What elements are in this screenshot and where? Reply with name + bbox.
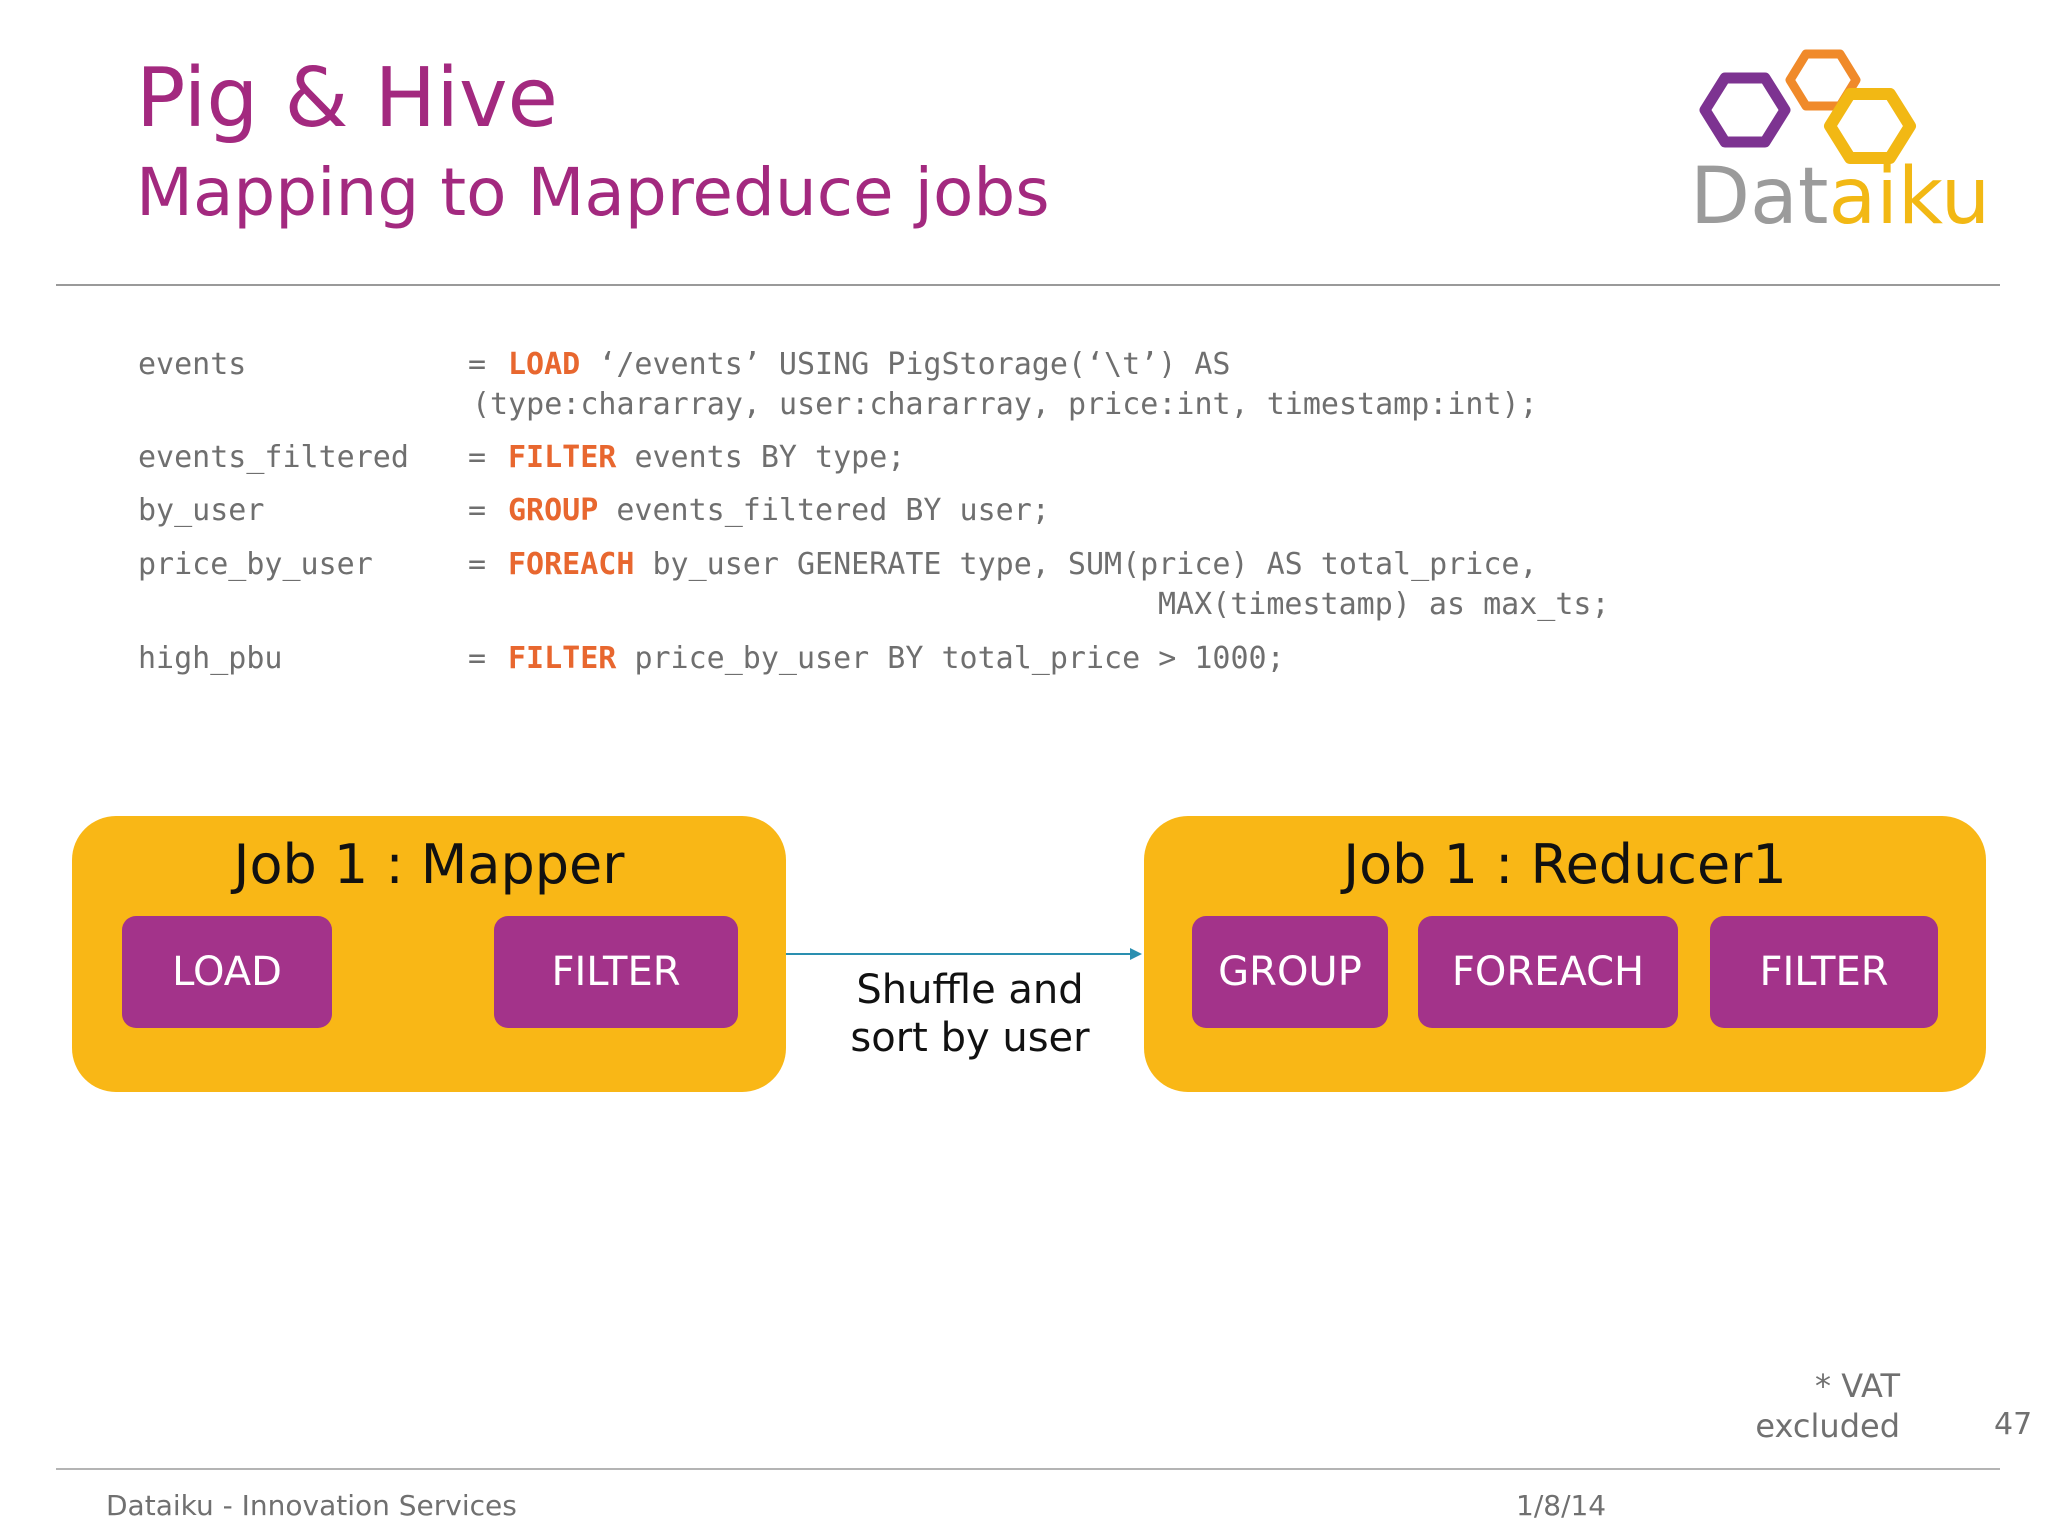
vat-note-line2: excluded [1755, 1407, 1900, 1445]
shuffle-arrow [786, 948, 1142, 960]
shuffle-label-line1: Shuffle and [856, 967, 1084, 1013]
code-keyword: FOREACH [508, 547, 635, 582]
hexagons-icon [1699, 49, 1916, 164]
mapper-op-filter: FILTER [494, 916, 738, 1028]
code-line: GROUP events_filtered BY user; [508, 496, 1050, 526]
reducer-op-foreach: FOREACH [1418, 916, 1678, 1028]
code-keyword: LOAD [508, 347, 581, 382]
reducer-op-filter: FILTER [1710, 916, 1938, 1028]
code-eq: = [468, 547, 487, 582]
code-eq: = [468, 493, 487, 528]
reducer-op-group: GROUP [1192, 916, 1388, 1028]
code-keyword: GROUP [508, 493, 599, 528]
reducer-job-box: Job 1 : Reducer1 GROUP FOREACH FILTER [1144, 816, 1986, 1092]
reducer-job-title: Job 1 : Reducer1 [1343, 833, 1787, 896]
code-rest: ‘/events’ USING PigStorage(‘\t’) AS [598, 347, 1231, 382]
vat-note-line1: * VAT [1815, 1367, 1900, 1405]
code-var: events_filtered [138, 440, 409, 475]
code-rest: price_by_user BY total_price > 1000; [634, 641, 1285, 676]
code-keyword: FILTER [508, 641, 617, 676]
code-continuation: (type:chararray, user:chararray, price:i… [472, 387, 1538, 422]
code-keyword: FILTER [508, 440, 617, 475]
code-eq: = [468, 641, 487, 676]
header-divider [56, 284, 2000, 286]
slide-title: Pig & Hive [136, 51, 558, 146]
dataiku-logo: Dataiku [1680, 38, 1990, 248]
code-rest: by_user GENERATE type, SUM(price) AS tot… [652, 547, 1538, 582]
code-line: LOAD ‘/events’ USING PigStorage(‘\t’) AS [508, 350, 1230, 380]
shuffle-label: Shuffle and sort by user [820, 966, 1120, 1062]
footer-divider [56, 1468, 2000, 1470]
code-eq: = [468, 347, 487, 382]
code-var: price_by_user [138, 547, 373, 582]
code-continuation: MAX(timestamp) as max_ts; [1158, 587, 1610, 622]
code-var: by_user [138, 493, 265, 528]
code-rest: events BY type; [634, 440, 906, 475]
footer-company: Dataiku - Innovation Services [106, 1489, 517, 1522]
code-line: FILTER price_by_user BY total_price > 10… [508, 644, 1285, 674]
code-block: events = LOAD ‘/events’ USING PigStorage… [0, 0, 2048, 700]
shuffle-label-line2: sort by user [850, 1015, 1090, 1061]
mapper-job-box: Job 1 : Mapper LOAD FILTER [72, 816, 786, 1092]
code-line: FILTER events BY type; [508, 443, 905, 473]
code-eq: = [468, 440, 487, 475]
vat-note: * VAT excluded [1700, 1366, 1900, 1446]
page-number: 47 [1994, 1407, 2033, 1442]
logo-text-part2: aiku [1828, 152, 1991, 242]
footer-date: 1/8/14 [1516, 1489, 1607, 1522]
logo-text-part1: Dat [1690, 152, 1829, 242]
slide-subtitle: Mapping to Mapreduce jobs [136, 154, 1050, 231]
logo-wordmark: Dataiku [1690, 158, 1990, 236]
code-var: high_pbu [138, 641, 283, 676]
code-line: FOREACH by_user GENERATE type, SUM(price… [508, 550, 1538, 580]
mapper-op-load: LOAD [122, 916, 332, 1028]
mapper-job-title: Job 1 : Mapper [233, 833, 625, 896]
code-rest: events_filtered BY user; [616, 493, 1050, 528]
code-var: events [138, 347, 247, 382]
